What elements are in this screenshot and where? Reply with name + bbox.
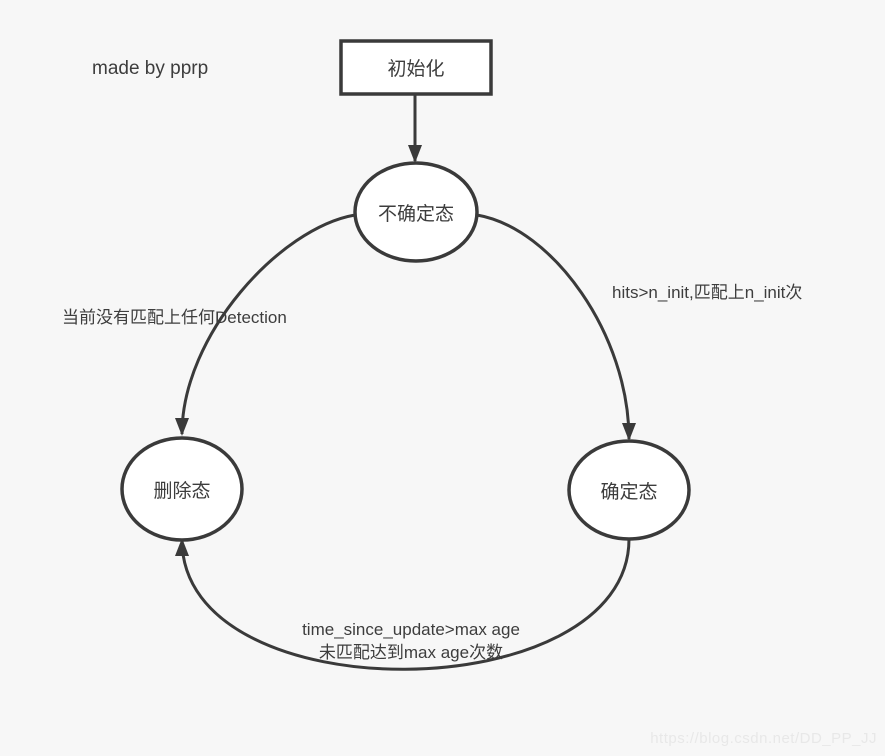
state-confirmed-ellipse: [567, 439, 691, 541]
init-box-label: 初始化: [387, 59, 445, 80]
arrow-tentative-to-deleted: [175, 213, 356, 436]
state-tentative-ellipse: [353, 161, 479, 263]
init-box: [339, 39, 493, 96]
state-tentative-label: 不确定态: [377, 203, 454, 225]
arrow-tentative-to-confirmed: [476, 213, 636, 441]
watermark-text: https://blog.csdn.net/DD_PP_JJ: [650, 730, 877, 747]
transition-label-maxage: time_since_update>max age 未匹配达到max age次数: [261, 618, 561, 664]
state-confirmed-label: 确定态: [600, 481, 658, 503]
transition-label-maxage-line1: time_since_update>max age: [302, 620, 520, 639]
state-deleted-label: 删除态: [153, 480, 211, 502]
credit-text: made by pprp: [92, 58, 209, 79]
transition-label-no-match: 当前没有匹配上任何Detection: [62, 308, 287, 327]
state-deleted-ellipse: [120, 436, 244, 542]
arrow-confirmed-to-deleted: [175, 538, 631, 671]
transition-label-hits: hits>n_init,匹配上n_init次: [612, 283, 803, 302]
transition-label-maxage-line2: 未匹配达到max age次数: [318, 643, 504, 662]
